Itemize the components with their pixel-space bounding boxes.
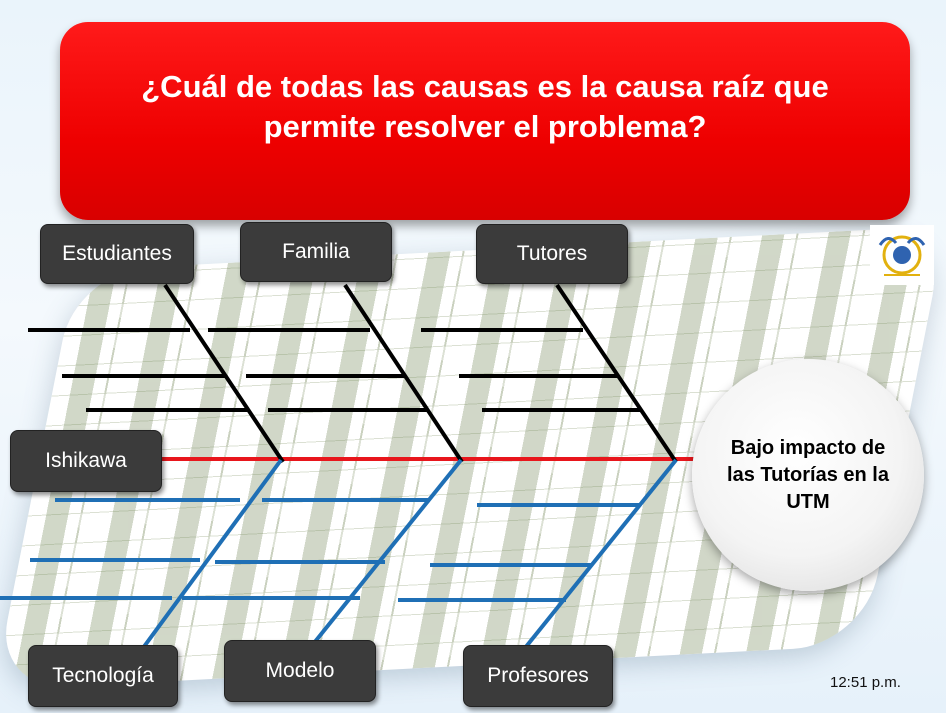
category-tutores: Tutores	[476, 224, 628, 284]
category-estudiantes: Estudiantes	[40, 224, 194, 284]
timestamp: 12:51 p.m.	[830, 674, 901, 691]
category-label: Tecnología	[52, 664, 154, 687]
question-text: ¿Cuál de todas las causas es la causa ra…	[141, 69, 829, 144]
category-label: Tutores	[516, 242, 588, 265]
effect-text: Bajo impacto de las Tutorías en la UTM	[727, 436, 889, 513]
category-profesores: Profesores	[463, 645, 613, 707]
bone-modelo	[308, 458, 463, 650]
category-label: Ishikawa	[45, 449, 127, 472]
category-ishikawa: Ishikawa	[10, 430, 162, 492]
bone-tutores	[555, 283, 678, 464]
question-banner: ¿Cuál de todas las causas es la causa ra…	[60, 22, 910, 220]
category-modelo: Modelo	[224, 640, 376, 702]
category-tecnologia: Tecnología	[28, 645, 178, 707]
effect-circle: Bajo impacto de las Tutorías en la UTM	[692, 359, 924, 591]
category-label: Modelo	[265, 659, 335, 682]
category-familia: Familia	[240, 222, 392, 282]
university-seal-icon	[870, 225, 934, 285]
bone-profesores	[523, 458, 678, 650]
category-label: Profesores	[487, 664, 589, 687]
category-label: Estudiantes	[62, 242, 172, 265]
bone-tecnologia	[141, 458, 283, 650]
bone-estudiantes	[163, 283, 285, 464]
bone-familia	[343, 283, 464, 464]
category-label: Familia	[282, 240, 350, 263]
